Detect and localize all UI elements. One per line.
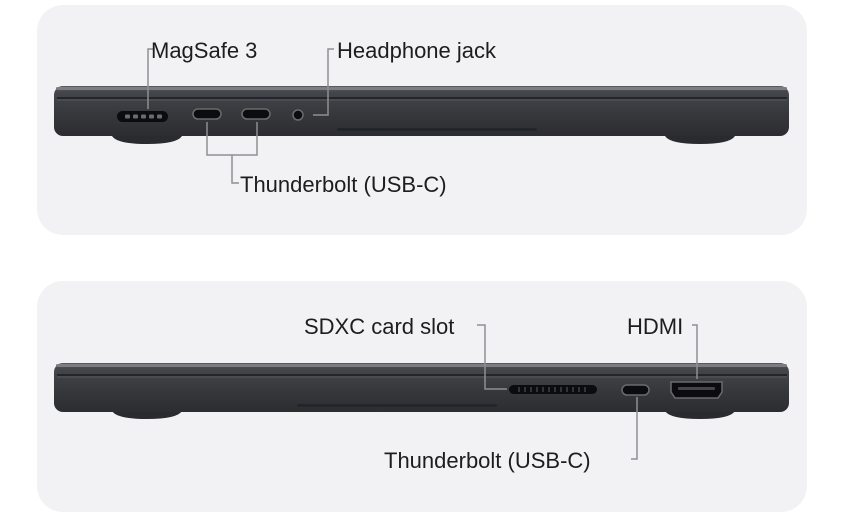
right-side-illustration bbox=[54, 324, 789, 460]
hdmi-label: HDMI bbox=[627, 314, 684, 339]
thunderbolt-label-left: Thunderbolt (USB-C) bbox=[240, 172, 447, 197]
leader-lines bbox=[147, 48, 334, 184]
rear-foot bbox=[112, 411, 182, 419]
headphone-jack-label: Headphone jack bbox=[337, 38, 497, 63]
front-foot bbox=[112, 136, 182, 144]
laptop-body bbox=[54, 363, 789, 412]
thunderbolt-port-1 bbox=[192, 108, 222, 120]
rear-foot bbox=[665, 136, 735, 144]
laptop-body bbox=[54, 86, 789, 136]
magsafe-pins bbox=[125, 114, 162, 119]
front-foot bbox=[665, 411, 735, 419]
left-side-panel: MagSafe 3 Headphone jack Thunderbolt (US… bbox=[37, 5, 807, 235]
thunderbolt-label-right: Thunderbolt (USB-C) bbox=[384, 448, 591, 473]
sdxc-slot-contacts bbox=[518, 387, 586, 392]
sdxc-slot bbox=[509, 385, 597, 394]
thunderbolt-port-2 bbox=[241, 108, 271, 120]
hdmi-port-insert bbox=[678, 387, 715, 390]
headphone-port bbox=[292, 109, 304, 121]
right-side-panel: SDXC card slot HDMI Thunderbolt (USB-C) bbox=[37, 281, 807, 512]
leader-lines bbox=[477, 324, 698, 460]
left-side-illustration bbox=[54, 48, 789, 184]
magsafe-label: MagSafe 3 bbox=[151, 38, 258, 63]
sdxc-label: SDXC card slot bbox=[304, 314, 455, 339]
thunderbolt-port bbox=[621, 384, 650, 396]
